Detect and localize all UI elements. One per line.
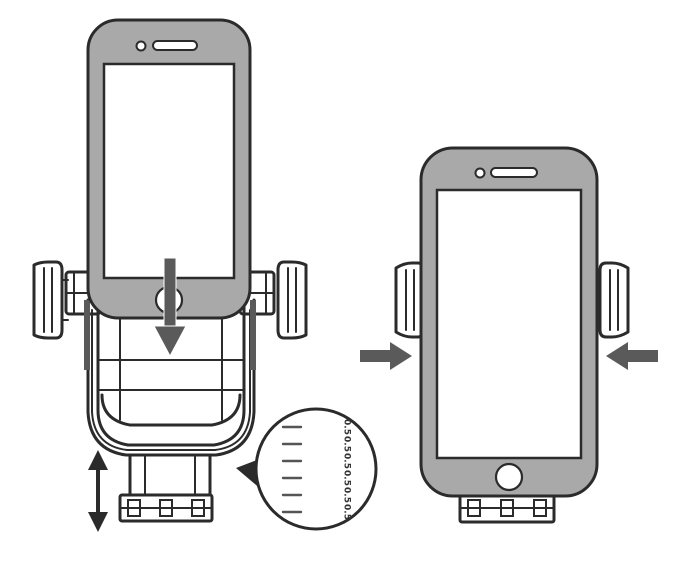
scale-label: 0.5 [342, 453, 352, 469]
phone-mounted [419, 146, 599, 498]
front-camera-icon [135, 40, 147, 52]
right-clamp-jaw [598, 261, 630, 339]
earpiece-icon [490, 167, 538, 178]
scale-label: 0.5 [342, 504, 352, 520]
mount-foot [118, 453, 214, 523]
arrow-left-icon [606, 342, 658, 370]
scale-label: 0.5 [342, 436, 352, 452]
home-button-icon [494, 462, 524, 492]
left-mount-assembly: 0.50.50.50.50.50.5 [32, 18, 378, 532]
double-arrow-vertical-icon [88, 450, 108, 532]
scale-label: 0.5 [342, 470, 352, 486]
scale-labels: 0.50.50.50.50.50.5 [342, 419, 352, 520]
arrow-down-icon [153, 257, 187, 358]
scale-label: 0.5 [342, 487, 352, 503]
right-mount-foot [458, 492, 556, 524]
front-camera-icon [474, 167, 486, 179]
scale-label: 0.5 [342, 419, 352, 435]
right-mount-assembly [360, 146, 658, 524]
arrow-right-icon [360, 342, 412, 370]
scale-ticks [281, 425, 303, 514]
scale-zoom-circle: 0.50.50.50.50.50.5 [254, 407, 378, 531]
earpiece-icon [152, 40, 198, 51]
